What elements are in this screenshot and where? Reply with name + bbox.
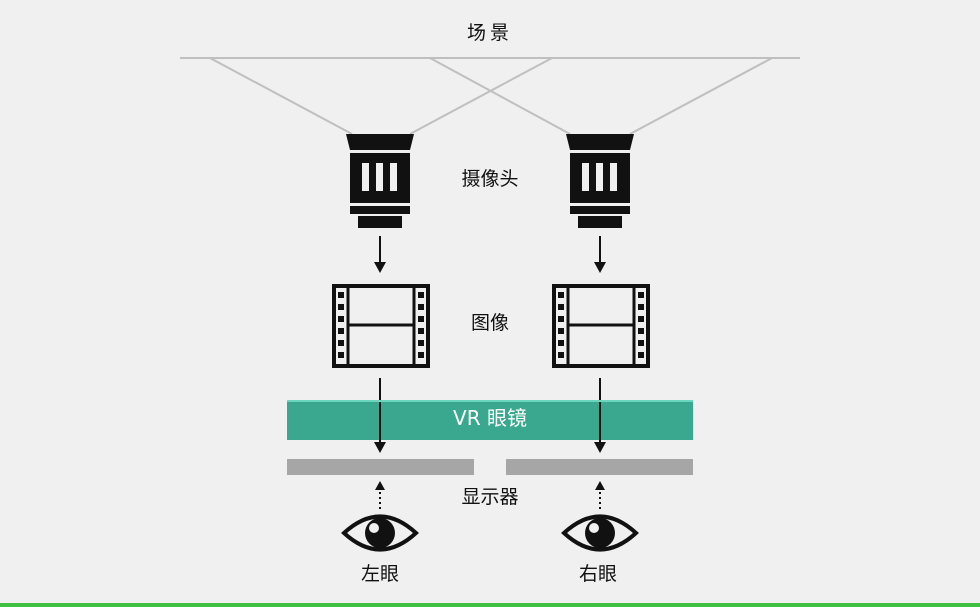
right-camera-view-line-right xyxy=(629,57,773,135)
right-display-panel xyxy=(506,459,693,475)
camera-icon xyxy=(566,134,634,228)
film-frame-icon xyxy=(552,284,650,368)
display-label: 显示器 xyxy=(461,486,519,508)
camera-icon xyxy=(346,134,414,228)
bottom-accent-line xyxy=(0,603,980,607)
camera-label: 摄像头 xyxy=(461,168,519,190)
eye-icon xyxy=(341,514,419,552)
right-eye-label: 右眼 xyxy=(578,563,618,585)
arrow-down-icon xyxy=(374,378,386,453)
arrow-down-icon xyxy=(374,236,386,273)
image-label: 图像 xyxy=(470,312,510,334)
eye-icon xyxy=(561,514,639,552)
vr-glasses-bar xyxy=(287,400,693,440)
vr-glasses-highlight xyxy=(287,400,693,440)
arrow-down-icon xyxy=(594,236,606,273)
dotted-arrow-up-icon xyxy=(595,481,605,512)
left-display-panel xyxy=(287,459,474,475)
right-camera-view-line-left xyxy=(429,57,571,135)
film-frame-icon xyxy=(332,284,430,368)
scene-label: 场景 xyxy=(466,22,514,44)
arrow-down-icon xyxy=(594,378,606,453)
left-camera-view-line-right xyxy=(409,57,553,135)
vr-glasses-label: VR 眼镜 xyxy=(453,406,527,430)
left-camera-view-line-left xyxy=(209,57,353,135)
dotted-arrow-up-icon xyxy=(375,481,385,512)
left-eye-label: 左眼 xyxy=(360,563,400,585)
